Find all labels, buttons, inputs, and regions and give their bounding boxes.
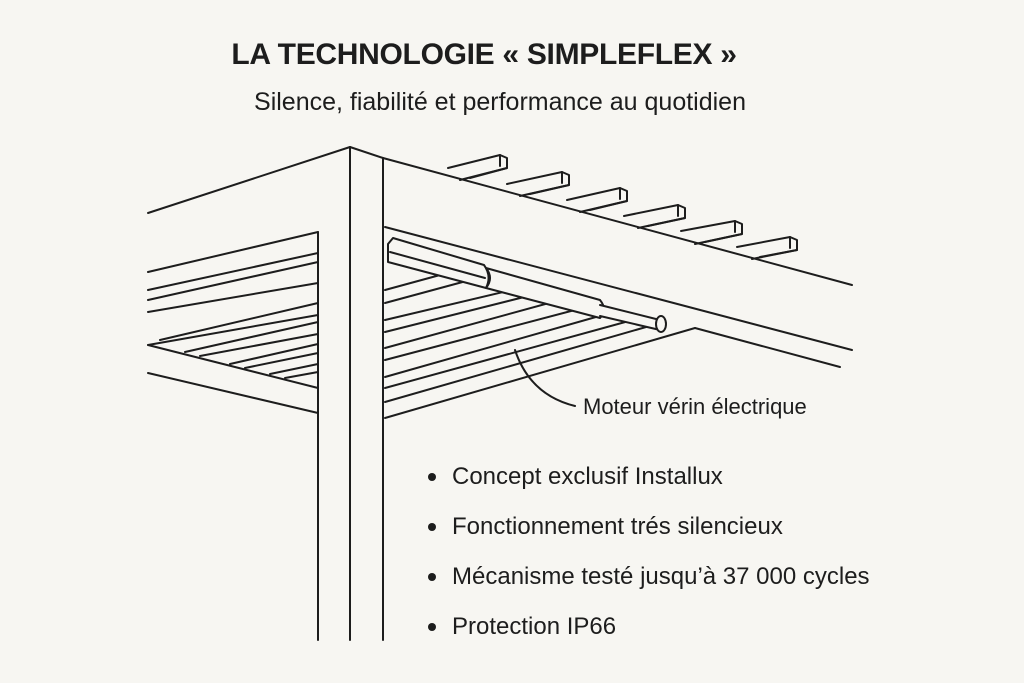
feature-item: Concept exclusif Installux [428,452,870,502]
feature-item: Fonctionnement trés silencieux [428,502,870,552]
feature-item: Mécanisme testé jusqu’à 37 000 cycles [428,552,870,602]
feature-label: Mécanisme testé jusqu’à 37 000 cycles [452,563,870,590]
bullet-icon [428,523,436,531]
page-title: LA TECHNOLOGIE « SIMPLEFLEX » [231,38,737,71]
left-slats [147,252,319,379]
right-slats [384,274,661,403]
callout-leader [514,349,576,407]
feature-label: Fonctionnement trés silencieux [452,513,783,540]
feature-label: Concept exclusif Installux [452,463,723,490]
electric-actuator [387,237,667,333]
feature-list: Concept exclusif Installux Fonctionnemen… [428,452,870,652]
left-beam [147,146,351,414]
bullet-icon [428,473,436,481]
right-beam [382,157,853,419]
roof-purlins [447,154,798,260]
bullet-icon [428,623,436,631]
actuator-callout-label: Moteur vérin électrique [583,394,807,419]
page-subtitle: Silence, fiabilité et performance au quo… [254,88,746,116]
bullet-icon [428,573,436,581]
feature-label: Protection IP66 [452,613,617,640]
post [317,146,384,641]
feature-item: Protection IP66 [428,602,870,652]
